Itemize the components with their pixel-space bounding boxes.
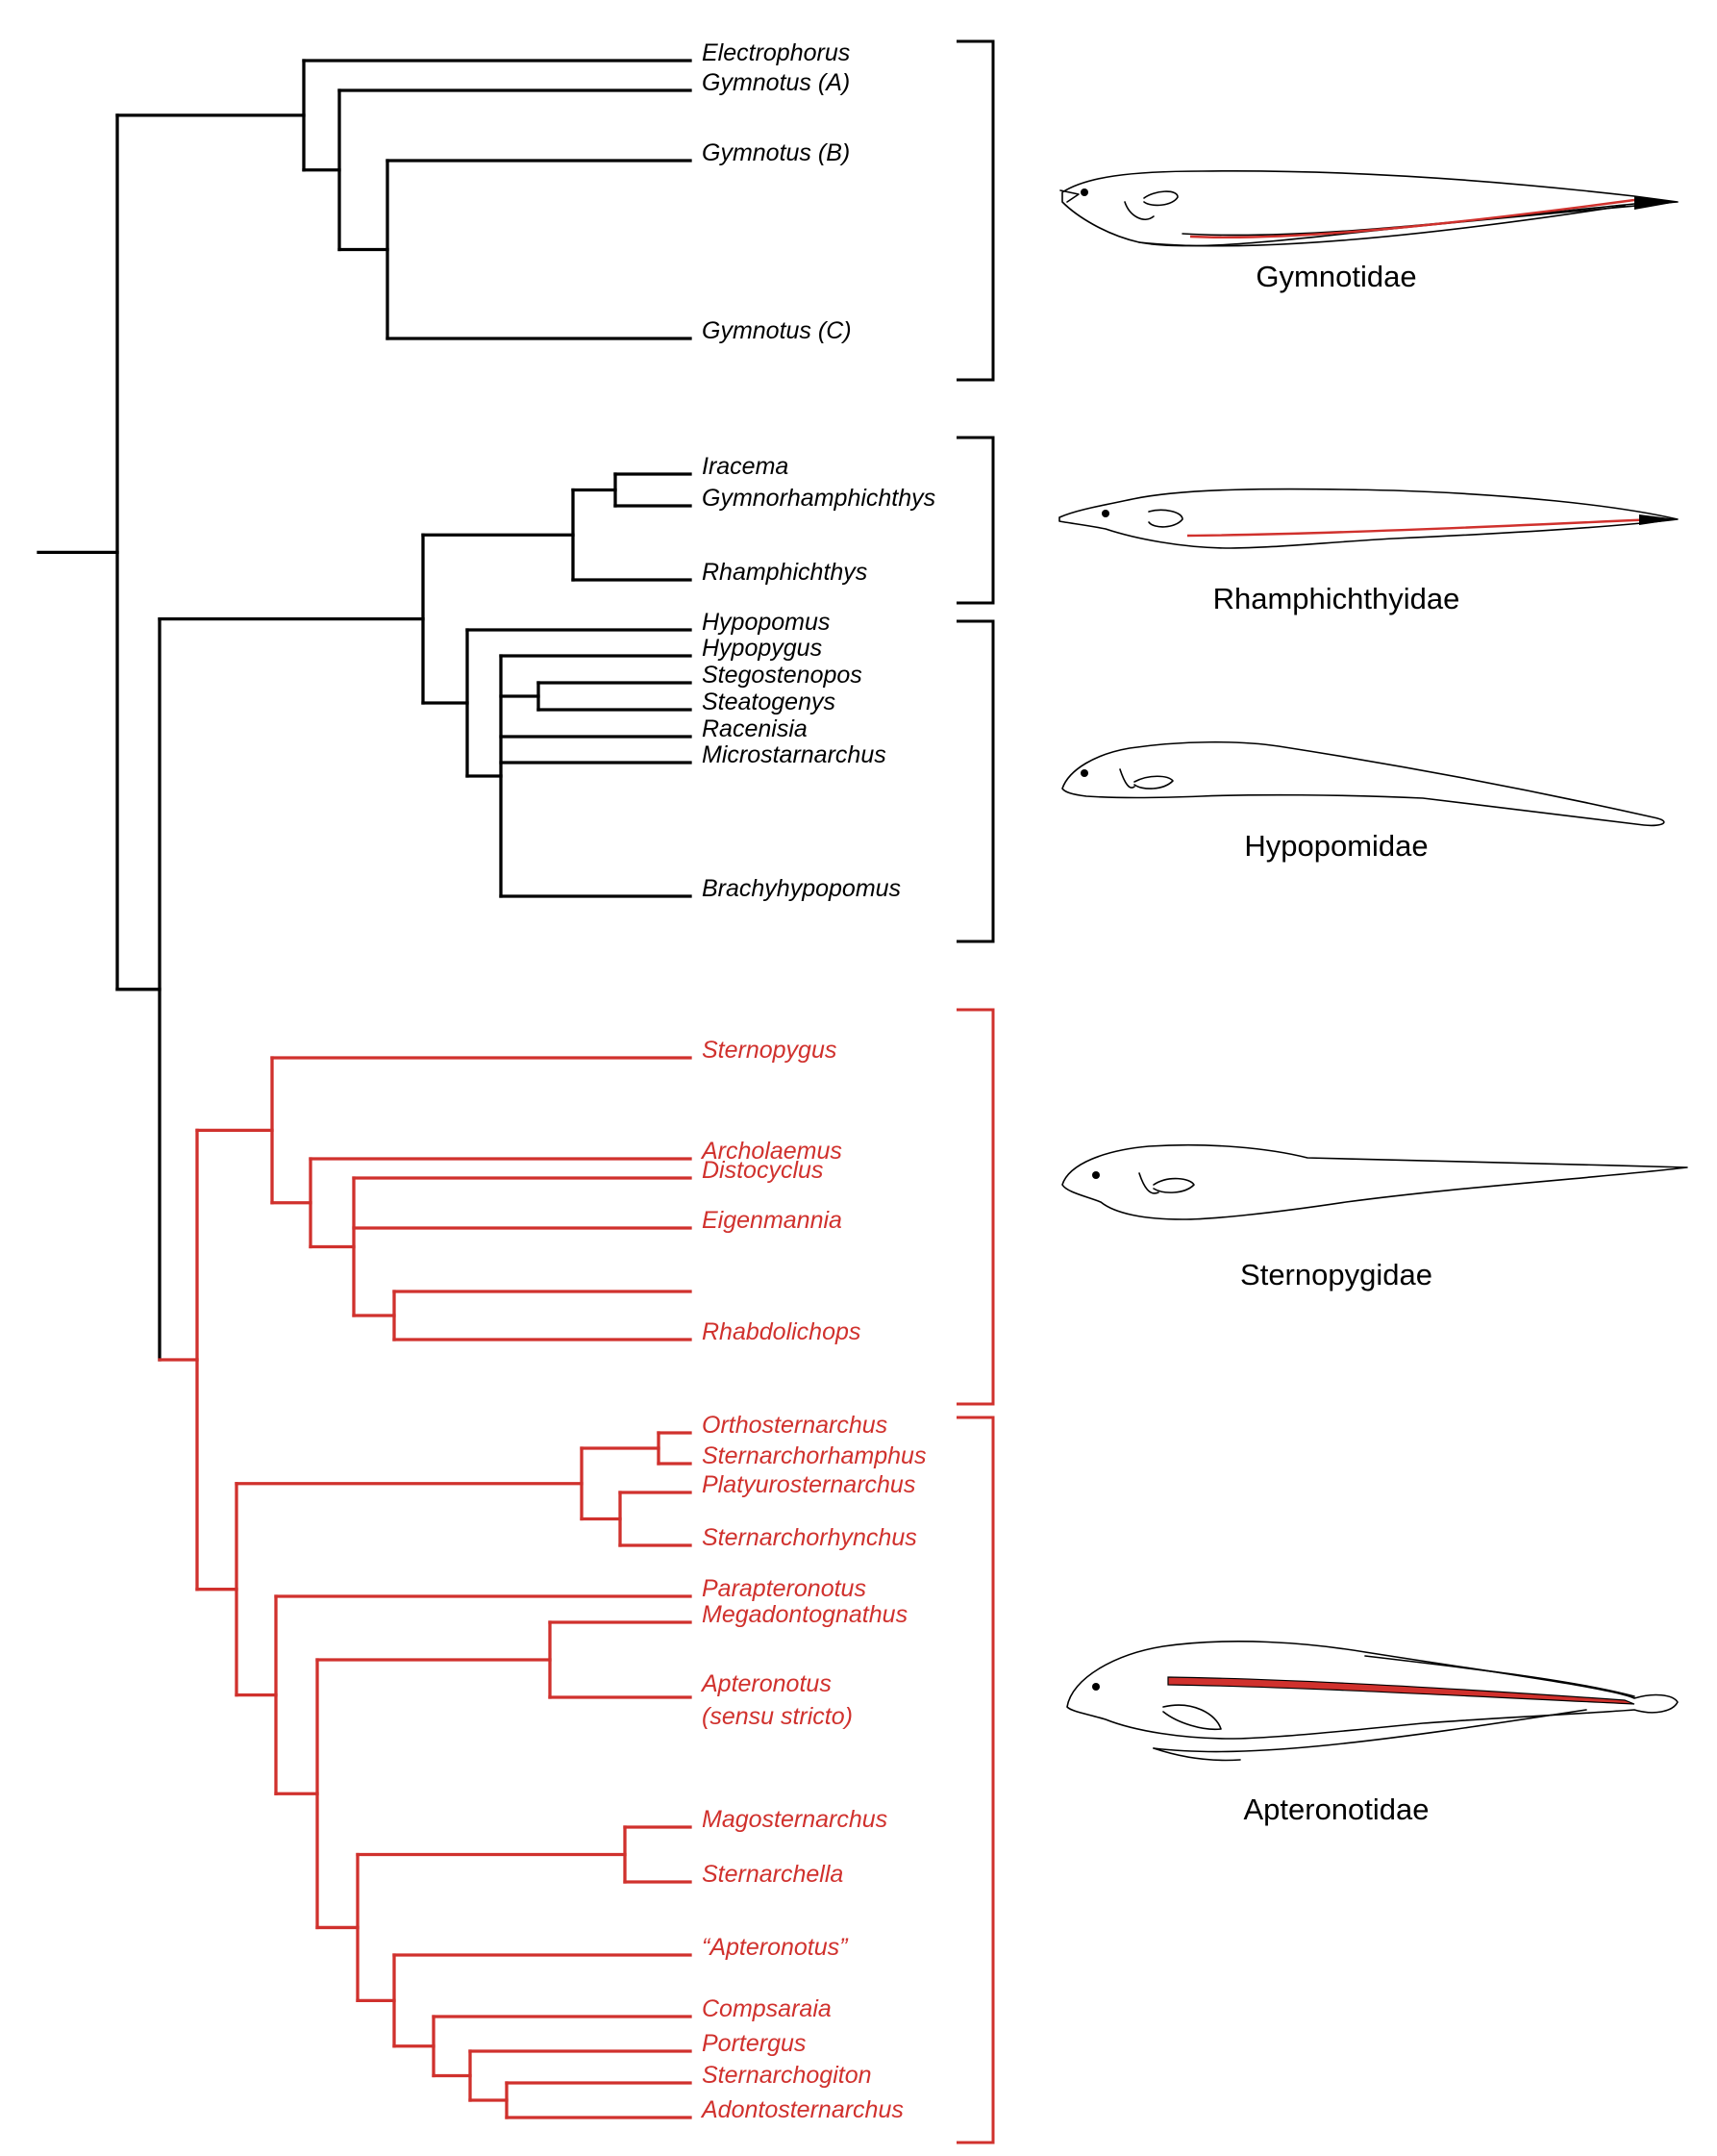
sternopygid-fish-illustration bbox=[1061, 1143, 1688, 1220]
bracket-gymnotidae bbox=[957, 39, 995, 382]
taxon-label-gymnotus_a: Gymnotus (A) bbox=[702, 69, 850, 96]
taxon-label-distocyclus: Distocyclus bbox=[702, 1157, 823, 1184]
taxon-label-sternarchorhynchus: Sternarchorhynchus bbox=[702, 1524, 917, 1551]
taxon-label-megadontognathus: Megadontognathus bbox=[702, 1601, 908, 1628]
taxon-label-racenisia: Racenisia bbox=[702, 715, 808, 742]
bracket-sternopygidae bbox=[957, 1008, 995, 1406]
hypopomid-fish-illustration bbox=[1061, 740, 1665, 827]
taxon-label-electrophorus: Electrophorus bbox=[702, 39, 850, 66]
taxon-label-brachyhypopomus: Brachyhypopomus bbox=[702, 875, 901, 902]
taxon-label-iracema: Iracema bbox=[702, 453, 788, 480]
taxon-label-sternopygus: Sternopygus bbox=[702, 1037, 836, 1064]
taxon-label-sternarchorhamphus: Sternarchorhamphus bbox=[702, 1442, 926, 1469]
taxon-label-platyurosternarchus: Platyurosternarchus bbox=[702, 1471, 915, 1498]
taxon-label-gymnotus_b: Gymnotus (B) bbox=[702, 139, 850, 166]
family-brackets bbox=[957, 39, 995, 2144]
taxon-label-rhamphichthys: Rhamphichthys bbox=[702, 559, 867, 586]
family-label-rhamphichthyidae: Rhamphichthyidae bbox=[1212, 582, 1460, 615]
taxon-label-sternarchogiton: Sternarchogiton bbox=[702, 2062, 872, 2089]
taxon-label-eigenmannia: Eigenmannia bbox=[702, 1207, 842, 1234]
taxon-label-hypopomus: Hypopomus bbox=[702, 609, 830, 636]
taxon-label-gymnotus_c: Gymnotus (C) bbox=[702, 317, 852, 344]
family-label-sternopygidae: Sternopygidae bbox=[1240, 1258, 1432, 1291]
taxon-label-stegostenopos: Stegostenopos bbox=[702, 662, 862, 689]
taxon-label-sternarchella: Sternarchella bbox=[702, 1861, 843, 1888]
bracket-apteronotidae bbox=[957, 1416, 995, 2144]
taxon-label-archolaemus: Archolaemus bbox=[700, 1138, 842, 1165]
taxon-label-orthosternarchus: Orthosternarchus bbox=[702, 1412, 887, 1439]
family-label-gymnotidae: Gymnotidae bbox=[1256, 260, 1417, 293]
taxon-label-adontosternarchus: Adontosternarchus bbox=[700, 2096, 904, 2123]
tree-branches bbox=[37, 59, 692, 2119]
family-label-hypopomidae: Hypopomidae bbox=[1244, 829, 1429, 863]
taxon-label-gymnorhamphichthys: Gymnorhamphichthys bbox=[702, 485, 935, 512]
family-label-apteronotidae: Apteronotidae bbox=[1243, 1792, 1430, 1826]
taxon-label-apteronotus: Apteronotus bbox=[700, 1670, 832, 1697]
bracket-rhamphichthyidae bbox=[957, 436, 995, 605]
taxon-label-microstarnarchus: Microstarnarchus bbox=[702, 741, 886, 768]
taxon-label-apteronotus_q: “Apteronotus” bbox=[702, 1934, 849, 1961]
gymnotid-fish-illustration bbox=[1059, 169, 1679, 247]
taxon-label-steatogenys: Steatogenys bbox=[702, 689, 835, 715]
taxon-label-portergus: Portergus bbox=[702, 2030, 806, 2057]
apteronotid-fish-illustration bbox=[1066, 1641, 1679, 1762]
taxon-label-hypopygus: Hypopygus bbox=[702, 635, 822, 662]
rhamphichthyid-fish-illustration bbox=[1058, 488, 1679, 549]
taxon-label-parapteronotus: Parapteronotus bbox=[702, 1575, 866, 1602]
taxon-label-magosternarchus: Magosternarchus bbox=[702, 1806, 887, 1833]
taxon-label-compsaraia: Compsaraia bbox=[702, 1995, 832, 2022]
taxon-label-apteronotus-line2: (sensu stricto) bbox=[702, 1703, 853, 1730]
bracket-hypopomidae bbox=[957, 619, 995, 943]
taxon-label-rhabdolichops: Rhabdolichops bbox=[702, 1318, 860, 1345]
